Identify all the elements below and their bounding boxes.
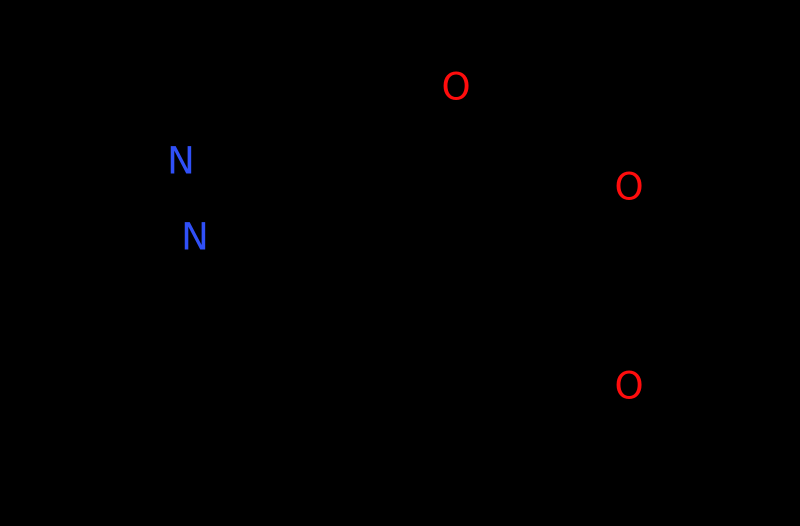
- atom-nitrogen-1: N: [167, 139, 195, 183]
- atom-oxygen-ether-2: O: [614, 364, 644, 408]
- atom-nitrogen-2: N: [181, 215, 209, 259]
- atom-oxygen-ether-1: O: [614, 165, 644, 209]
- atom-oxygen-carbonyl: O: [441, 65, 471, 109]
